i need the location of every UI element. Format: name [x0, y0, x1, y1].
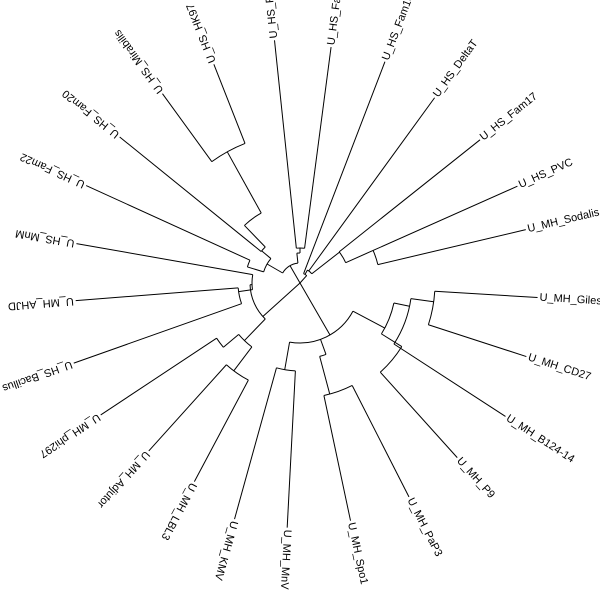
leaf-label-lbl3: U_MH_LBL3 — [159, 481, 199, 542]
leaf-label-fam2: U_HS_Fam2 — [325, 0, 345, 46]
leaf-branch — [213, 64, 246, 144]
leaf-label-giles: U_MH_Giles — [539, 292, 600, 308]
leaf-branch — [372, 185, 518, 251]
branch-radial — [244, 225, 266, 248]
leaf-branch — [274, 40, 297, 249]
leaf-label-fam22: U_HS_Fam22 — [18, 150, 86, 190]
branch-arc — [237, 287, 243, 304]
leaf-branch — [234, 367, 277, 520]
branch-arc — [244, 212, 262, 226]
leaf-branch — [162, 93, 213, 162]
branch-radial — [410, 298, 434, 303]
leaf-branch — [304, 46, 332, 249]
branch-radial — [299, 275, 308, 284]
leaf-label-pvc: U_HS_PVC — [517, 156, 575, 191]
leaf-label-phi297: U_MH_phi297 — [37, 411, 102, 460]
branch-radial — [223, 334, 240, 348]
branch-radial — [296, 253, 299, 264]
branch-radial — [345, 250, 374, 264]
branch-radial — [381, 333, 403, 348]
leaf-label-fam1: U_HS_Fam1 — [262, 0, 281, 39]
branch-radial — [262, 282, 301, 317]
leaf-branch — [377, 229, 526, 266]
leaf-branch — [428, 324, 527, 358]
leaf-branch — [303, 61, 386, 274]
leaf-label-mirabilis: U_HS_Mirabilis — [112, 27, 167, 96]
leaf-branch — [286, 370, 296, 528]
branch-arc — [249, 284, 266, 320]
leaf-branch — [76, 243, 253, 276]
leaf-label-kmv: U_MH_KMV — [212, 519, 240, 582]
branch-arc — [338, 251, 347, 263]
leaf-label-pap3: U_MH_PaP3 — [405, 496, 445, 559]
leaf-branch — [100, 337, 217, 416]
leaf-branch — [379, 371, 458, 458]
leaf-branch — [323, 395, 352, 521]
branch-arc — [393, 298, 412, 345]
branch-radial — [266, 263, 283, 274]
leaf-label-cd27: U_MH_CD27 — [526, 351, 592, 383]
branch-arc — [379, 346, 403, 373]
branch-radial — [238, 289, 253, 293]
leaf-branch — [85, 185, 251, 261]
branch-radial — [247, 266, 264, 273]
branch-arc — [238, 334, 253, 348]
leaf-label-sodalis: U_MH_Sodalis — [526, 206, 600, 235]
branch-arc — [226, 364, 249, 381]
branch-radial — [311, 251, 340, 275]
leaf-label-deltat: U_HS_DeltaT — [431, 37, 481, 99]
branch-arc — [211, 142, 246, 163]
branch-radial — [393, 302, 410, 307]
branch-radial — [319, 356, 331, 395]
branch-radial — [261, 250, 272, 259]
leaf-label-ahjd: U_MH_AHJD — [7, 295, 74, 312]
leaf-branch — [148, 364, 227, 452]
leaf-branch — [338, 139, 481, 253]
leaf-label-fam17: U_HS_Fam17 — [478, 90, 540, 143]
branch-radial — [244, 318, 266, 341]
branch-radial — [299, 282, 331, 336]
branch-arc — [307, 269, 313, 275]
branch-arc — [380, 302, 395, 335]
branch-arc — [276, 367, 296, 372]
branch-arc — [246, 259, 251, 268]
leaf-label-b124: U_MH_B124-14 — [504, 412, 577, 465]
branch-radial — [289, 265, 301, 284]
branch-radial — [320, 339, 327, 355]
branch-arc — [372, 250, 379, 265]
branch-radial — [233, 346, 253, 372]
branch-radial — [304, 269, 308, 275]
leaf-branch — [193, 379, 249, 482]
leaf-branch — [308, 97, 436, 272]
branch-arc — [216, 337, 224, 348]
leaf-label-p9: U_MH_P9 — [454, 455, 497, 501]
leaf-branch — [119, 136, 262, 252]
leaf-branch — [351, 385, 410, 498]
leaf-label-bacillus: U_HS_Bacillus — [0, 358, 74, 394]
leaf-branch — [434, 290, 538, 299]
branch-radial — [284, 342, 291, 370]
leaf-branch — [393, 343, 506, 417]
branch-arc — [427, 291, 436, 325]
leaf-label-fam16: U_HS_Fam16 — [380, 0, 416, 62]
leaf-label-mnm: U_HS_MnM — [14, 227, 75, 249]
leaf-branch — [73, 303, 242, 364]
branch-radial — [352, 310, 385, 329]
leaf-label-spo1: U_MH_Spo1 — [345, 521, 370, 585]
branch-arc — [319, 353, 327, 357]
branch-arc — [251, 274, 254, 290]
leaf-label-hk97: U_HS_HK97 — [184, 2, 218, 65]
tree-branches — [73, 40, 538, 528]
leaf-label-adjutor: U_MH_Adjutor — [94, 448, 151, 510]
leaf-label-fam20: U_HS_Fam20 — [60, 87, 122, 140]
leaf-branch — [75, 287, 239, 302]
branch-arc — [289, 310, 354, 344]
leaf-label-mnv: U_MH_MnV — [278, 529, 293, 590]
branch-radial — [226, 151, 262, 214]
branch-arc — [282, 262, 298, 274]
